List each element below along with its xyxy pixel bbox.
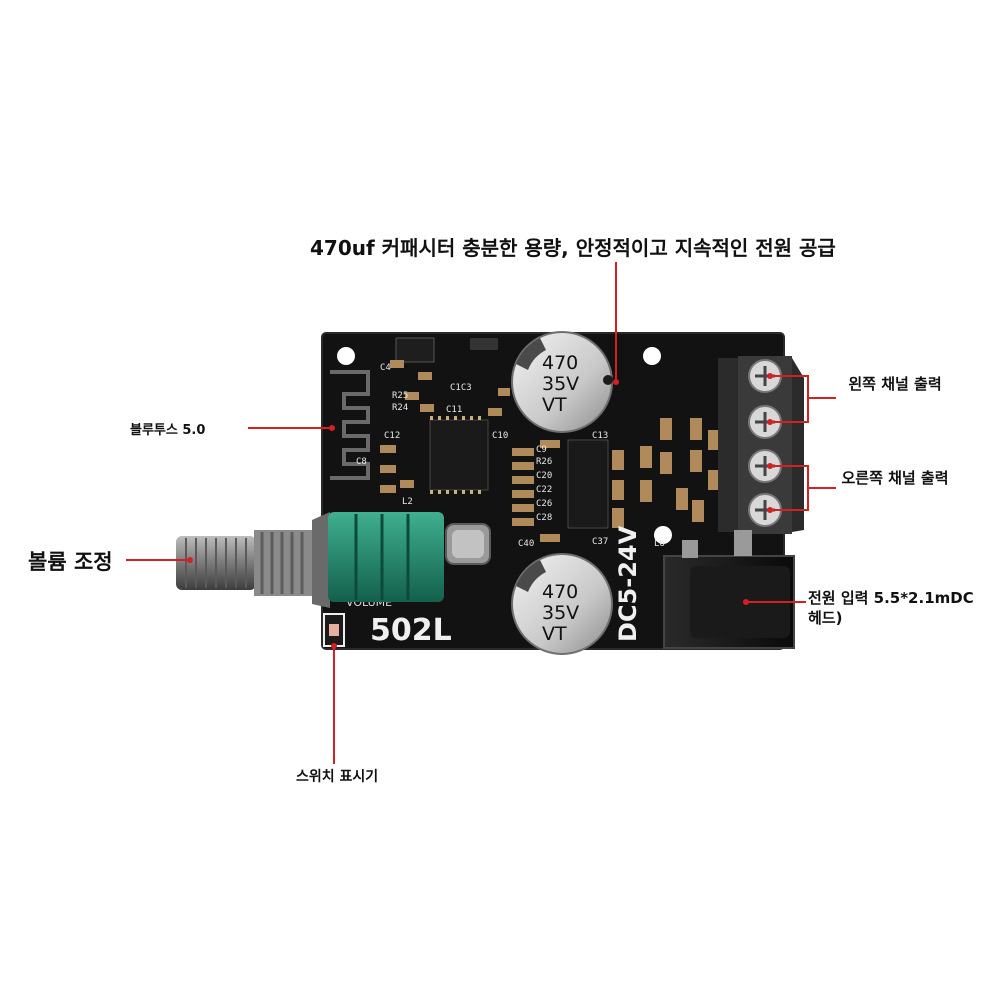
svg-text:C10: C10 [492, 431, 508, 441]
svg-text:VT: VT [542, 394, 567, 416]
mounting-hole [643, 347, 661, 365]
svg-text:C8: C8 [356, 457, 367, 467]
capacitor-top: 470 35V VT [511, 331, 613, 433]
svg-text:35V: 35V [542, 602, 579, 624]
left-channel-callout: 왼쪽 채널 출력 [848, 375, 942, 393]
svg-text:470: 470 [542, 352, 578, 374]
screw-terminal-block [718, 356, 804, 534]
svg-text:C28: C28 [536, 513, 552, 523]
power-input-callout: 전원 입력 5.5*2.1mDC 헤드) [808, 589, 974, 627]
svg-text:C11: C11 [446, 405, 462, 415]
leader-lines [126, 262, 836, 764]
silkscreen-refs: R25 R24 C12 C8 C4 C1C3 C11 C10 C9 R26 C2… [356, 363, 665, 549]
switch-indicator-callout: 스위치 표시기 [296, 769, 379, 785]
volume-callout: 볼륨 조정 [28, 550, 113, 574]
svg-text:C22: C22 [536, 485, 552, 495]
svg-text:C4: C4 [380, 363, 391, 373]
svg-text:C9: C9 [536, 445, 547, 455]
svg-text:R25: R25 [392, 391, 408, 401]
svg-text:C40: C40 [518, 539, 534, 549]
terminal-screw [748, 405, 782, 439]
svg-text:C12: C12 [384, 431, 400, 441]
svg-text:R24: R24 [392, 403, 408, 413]
capacitor-bottom: 470 35V VT [511, 553, 613, 655]
svg-text:C1C3: C1C3 [450, 383, 472, 393]
volume-potentiometer [176, 512, 444, 608]
svg-text:L2: L2 [402, 497, 413, 507]
model-number: 502L [370, 613, 452, 648]
terminal-screw [748, 493, 782, 527]
svg-text:C26: C26 [536, 499, 552, 509]
bluetooth-antenna [330, 370, 370, 480]
right-channel-callout: 오른쪽 채널 출력 [841, 469, 949, 487]
svg-text:C13: C13 [592, 431, 608, 441]
svg-text:C37: C37 [592, 537, 608, 547]
svg-text:C20: C20 [536, 471, 552, 481]
bluetooth-callout: 블루투스 5.0 [130, 423, 206, 438]
voltage-silkscreen: DC5-24V [614, 525, 642, 642]
capacitor-callout: 470uf 커패시터 충분한 용량, 안정적이고 지속적인 전원 공급 [310, 236, 836, 260]
mounting-hole [654, 526, 672, 544]
mounting-hole [337, 347, 355, 365]
switch-indicator-led [323, 613, 345, 647]
svg-text:R26: R26 [536, 457, 552, 467]
svg-text:L6: L6 [654, 539, 665, 549]
svg-text:470: 470 [542, 581, 578, 603]
svg-text:35V: 35V [542, 373, 579, 395]
svg-text:VT: VT [542, 623, 567, 645]
